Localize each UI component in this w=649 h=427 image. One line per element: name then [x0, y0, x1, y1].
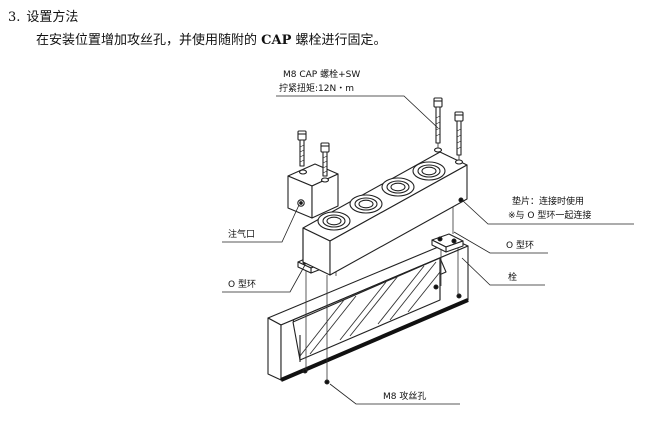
gasket-marker	[458, 197, 464, 203]
intro-text-before: 在安装位置增加攻丝孔，并使用随附的	[36, 33, 258, 48]
leader-bolt	[276, 95, 439, 129]
inlet-block	[287, 163, 339, 219]
housing-bolt-hole-right	[433, 147, 443, 153]
cap-bolt-2	[320, 142, 330, 177]
label-tap-hole: M8 攻丝孔	[383, 392, 427, 402]
leader-inlet	[222, 204, 300, 243]
section-number: 3.	[8, 10, 21, 25]
label-bolt-spec: M8 CAP 螺栓+SW	[283, 70, 361, 80]
section-heading: 3. 设置方法	[8, 10, 78, 26]
intro-text-after: 螺栓进行固定。	[295, 33, 387, 48]
tap-hole-3	[433, 284, 439, 290]
cavity	[292, 257, 447, 362]
leader-tap-hole	[329, 383, 460, 405]
leader-lines	[222, 95, 634, 405]
cap-bolt-4	[454, 111, 464, 160]
label-gasket-line1: 垫片：连接时使用	[512, 197, 585, 207]
leader-pin	[461, 257, 545, 286]
intro-paragraph: 在安装位置增加攻丝孔，并使用随附的 CAP 螺栓进行固定。	[36, 33, 387, 49]
label-gasket-line2: ※与 O 型环一起连接	[508, 211, 592, 221]
base-block-front	[267, 317, 282, 381]
housing-bolt-hole-far	[454, 159, 464, 165]
label-pin: 栓	[508, 273, 518, 283]
cap-bolt-3	[433, 97, 443, 148]
spacer-right	[431, 233, 464, 253]
hatch-lines	[299, 261, 441, 357]
leader-oring-right	[453, 231, 548, 254]
housing-ports	[317, 161, 446, 231]
section-title: 设置方法	[26, 10, 79, 25]
label-inlet: 注气口	[228, 230, 256, 240]
label-oring-right: O 型环	[506, 241, 534, 251]
leader-oring-left	[222, 264, 306, 293]
leader-gasket	[461, 199, 634, 225]
base-block-bottom-thick	[280, 298, 469, 382]
housing-side	[329, 164, 468, 276]
cap-bolt-1	[297, 130, 307, 167]
label-torque: 拧紧扭矩:12N・m	[279, 84, 354, 94]
label-oring-left: O 型环	[228, 280, 256, 290]
intro-text-highlight: CAP	[261, 33, 292, 48]
